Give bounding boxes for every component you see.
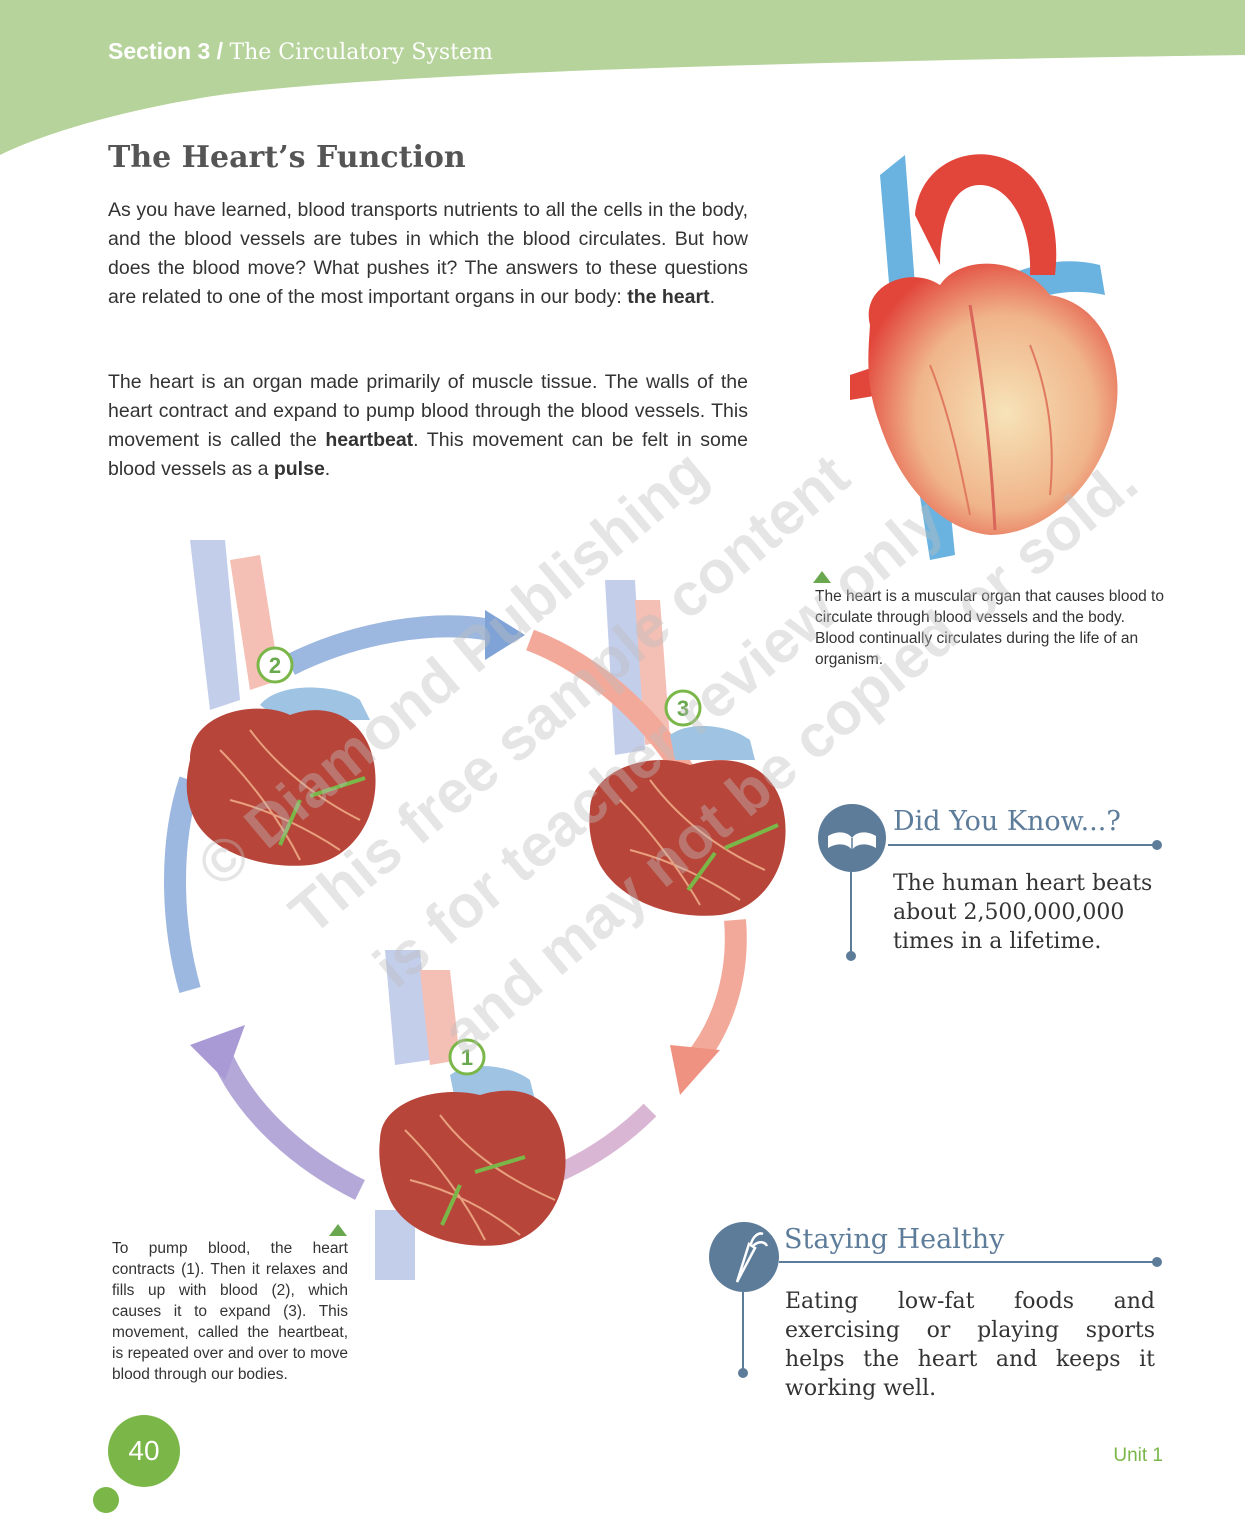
section-number: Section 3 / (108, 38, 224, 64)
pulse-bold-term: pulse (273, 458, 325, 480)
staying-healthy-rule-dot (1152, 1257, 1162, 1267)
cycle-caption-marker-icon (329, 1224, 347, 1236)
caption-marker-icon (813, 571, 831, 583)
stage-label-2: 2 (256, 646, 294, 684)
heartbeat-bold-term: heartbeat (325, 429, 414, 451)
staying-healthy-body: Eating low-fat foods and exercising or p… (785, 1289, 1155, 1401)
did-you-know-side-line (850, 872, 852, 956)
intro-text: As you have learned, blood transports nu… (108, 199, 748, 308)
page-number-text: 40 (128, 1435, 160, 1466)
section-label: Section 3 / The Circulatory System (108, 38, 493, 65)
staying-healthy-title: Staying Healthy (784, 1224, 1005, 1255)
heart-stage-3 (589, 725, 786, 916)
heart-illustration (850, 154, 1118, 560)
heartbeat-text-1: The heart is an organ made primarily of … (108, 371, 748, 451)
did-you-know-title: Did You Know...? (893, 806, 1121, 837)
heart-stage-1 (379, 1065, 566, 1246)
heartbeat-paragraph: The heart is an organ made primarily of … (108, 368, 748, 484)
stage-number-2: 2 (269, 653, 281, 678)
staying-healthy-side-dot (738, 1368, 748, 1378)
stage-number-1: 1 (461, 1045, 473, 1070)
heartbeat-text-2: . This movement can be felt in some bloo… (108, 429, 748, 480)
book-icon (818, 804, 886, 872)
heartbeat-cycle-diagram: 2 3 1 (164, 540, 786, 1280)
staying-healthy-rule (779, 1261, 1157, 1263)
page-title: The Heart’s Function (108, 140, 466, 175)
stage-label-3: 3 (664, 689, 702, 727)
carrot-icon-glyph (735, 1232, 769, 1283)
cycle-caption: To pump blood, the heart contracts (1). … (112, 1240, 348, 1383)
section-title: The Circulatory System (229, 40, 493, 65)
intro-paragraph: As you have learned, blood transports nu… (108, 196, 748, 312)
page-decor-dot (93, 1487, 119, 1513)
did-you-know-body: The human heart beats about 2,500,000,00… (893, 871, 1153, 954)
carrot-icon (709, 1222, 779, 1292)
staying-healthy-side-line (742, 1292, 744, 1374)
did-you-know-rule (888, 844, 1156, 846)
heartbeat-text-3: . (324, 458, 331, 480)
unit-label: Unit 1 (1113, 1445, 1163, 1466)
stage-number-3: 3 (677, 696, 689, 721)
intro-end: . (709, 286, 715, 308)
stage-label-1: 1 (448, 1038, 486, 1076)
header-band (0, 0, 1245, 155)
heart-caption: The heart is a muscular organ that cause… (815, 588, 1164, 668)
did-you-know-side-dot (846, 951, 856, 961)
page-number: 40 (108, 1415, 180, 1487)
book-icon-glyph (828, 832, 876, 850)
vessel-shapes (190, 540, 670, 1280)
did-you-know-rule-dot (1152, 840, 1162, 850)
heart-stage-2 (186, 687, 376, 866)
intro-bold-term: the heart (627, 286, 710, 308)
